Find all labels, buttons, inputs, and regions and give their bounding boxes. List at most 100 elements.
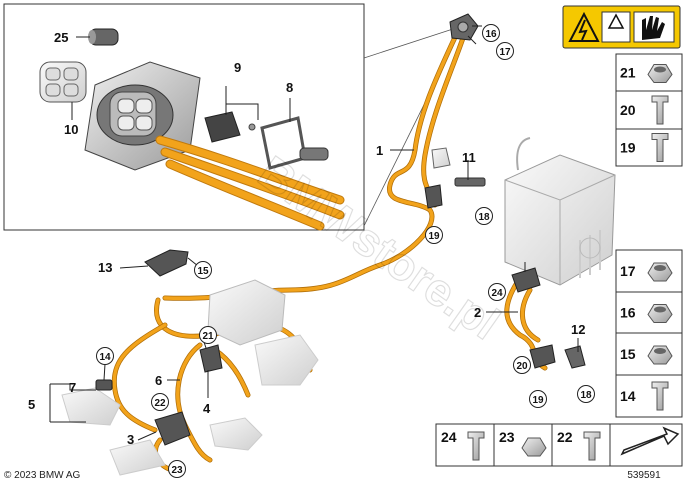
circle-callout-18-right: 18 bbox=[577, 385, 595, 403]
inset-part-8-bracket bbox=[260, 116, 329, 170]
bolt-icon bbox=[467, 431, 485, 461]
nut-icon bbox=[647, 345, 673, 365]
connector-part-12 bbox=[564, 345, 586, 369]
connector-part-20 bbox=[529, 344, 556, 369]
connector-part-7 bbox=[95, 379, 113, 391]
nut-icon bbox=[647, 304, 673, 323]
part-number-23: 23 bbox=[499, 429, 515, 445]
part-number-16: 16 bbox=[620, 305, 636, 321]
callout-2: 2 bbox=[474, 305, 481, 320]
parts-row-bottom: 24 23 22 bbox=[435, 423, 611, 467]
svg-text:17: 17 bbox=[499, 47, 511, 58]
circle-callout-14: 14 bbox=[96, 347, 114, 365]
svg-text:16: 16 bbox=[485, 29, 497, 40]
part-box-16[interactable]: 16 bbox=[615, 291, 683, 334]
bracket-part-13 bbox=[144, 249, 189, 277]
callout-9: 9 bbox=[234, 60, 241, 75]
bolt-icon bbox=[651, 133, 669, 162]
svg-text:22: 22 bbox=[154, 398, 166, 409]
grommet-part bbox=[424, 147, 451, 209]
circle-callout-17: 17 bbox=[496, 42, 514, 60]
part-number-21: 21 bbox=[620, 65, 636, 81]
navigation-arrow-box[interactable] bbox=[609, 423, 683, 467]
svg-text:18: 18 bbox=[580, 390, 592, 401]
svg-text:21: 21 bbox=[202, 331, 214, 342]
part-box-17[interactable]: 17 bbox=[615, 249, 683, 293]
part-box-15[interactable]: 15 bbox=[615, 332, 683, 376]
svg-text:24: 24 bbox=[491, 288, 503, 299]
svg-text:15: 15 bbox=[197, 266, 209, 277]
svg-text:20: 20 bbox=[516, 361, 528, 372]
main-leaders bbox=[49, 25, 579, 441]
part-number-24: 24 bbox=[441, 429, 457, 445]
svg-text:18: 18 bbox=[478, 212, 490, 223]
part-box-24[interactable]: 24 bbox=[435, 423, 495, 467]
callout-12: 12 bbox=[571, 322, 585, 337]
callout-5: 5 bbox=[28, 397, 35, 412]
nut-icon bbox=[647, 64, 673, 83]
circle-callout-18-top: 18 bbox=[475, 207, 493, 225]
high-voltage-warning-label bbox=[562, 5, 681, 49]
callout-11: 11 bbox=[462, 150, 476, 165]
connector-part-2 bbox=[511, 267, 541, 293]
callout-7: 7 bbox=[69, 380, 76, 395]
watermark: BMWstore.pl bbox=[249, 146, 509, 350]
circle-callout-23: 23 bbox=[168, 460, 186, 478]
inset-leaders bbox=[71, 36, 291, 122]
part-box-14[interactable]: 14 bbox=[615, 374, 683, 418]
bolt-icon bbox=[651, 95, 669, 125]
part-number-19: 19 bbox=[620, 140, 636, 156]
part-box-21[interactable]: 21 bbox=[615, 53, 683, 92]
part-box-20[interactable]: 20 bbox=[615, 90, 683, 130]
circle-callout-22: 22 bbox=[151, 393, 169, 411]
part-number-20: 20 bbox=[620, 102, 636, 118]
circle-callout-21: 21 bbox=[199, 326, 217, 344]
electric-machine-unit bbox=[504, 137, 616, 286]
callout-4: 4 bbox=[203, 401, 211, 416]
svg-text:19: 19 bbox=[428, 231, 440, 242]
bolt-icon bbox=[651, 381, 669, 411]
top-grommet bbox=[449, 13, 479, 41]
callout-3: 3 bbox=[127, 432, 134, 447]
bolt-icon bbox=[583, 431, 601, 461]
inset-housing bbox=[84, 61, 201, 171]
inset-leader-line-1 bbox=[363, 27, 457, 59]
part-number-17: 17 bbox=[620, 263, 636, 279]
circle-callout-15: 15 bbox=[194, 261, 212, 279]
circle-callout-19-bottom: 19 bbox=[529, 390, 547, 408]
svg-text:14: 14 bbox=[99, 352, 111, 363]
svg-text:23: 23 bbox=[171, 465, 183, 476]
part-number-22: 22 bbox=[557, 429, 573, 445]
lower-left-housings bbox=[61, 387, 263, 476]
parts-column-right: 21 20 19 17 16 15 14 bbox=[615, 53, 683, 418]
callout-13: 13 bbox=[98, 260, 112, 275]
connector-part-4 bbox=[199, 344, 223, 373]
part-box-22[interactable]: 22 bbox=[551, 423, 611, 467]
central-unit-housing bbox=[207, 279, 319, 386]
part-number-15: 15 bbox=[620, 346, 636, 362]
callout-25: 25 bbox=[54, 30, 68, 45]
svg-text:19: 19 bbox=[532, 395, 544, 406]
circle-callout-19-top: 19 bbox=[425, 226, 443, 244]
inset-part-10-cap bbox=[39, 61, 87, 103]
connector-part-11 bbox=[454, 177, 486, 187]
part-box-19[interactable]: 19 bbox=[615, 128, 683, 167]
part-box-23[interactable]: 23 bbox=[493, 423, 553, 467]
circle-callout-24: 24 bbox=[488, 283, 506, 301]
callout-8: 8 bbox=[286, 80, 293, 95]
diagram-number: 539591 bbox=[627, 470, 661, 481]
inset-part-25-plug bbox=[88, 28, 119, 46]
nut-icon bbox=[647, 262, 673, 282]
callout-6: 6 bbox=[155, 373, 162, 388]
callout-10: 10 bbox=[64, 122, 78, 137]
connector-part-3 bbox=[154, 411, 191, 446]
nut-icon bbox=[521, 437, 547, 457]
circle-callout-20: 20 bbox=[513, 356, 531, 374]
inset-cables bbox=[155, 135, 345, 231]
callout-1: 1 bbox=[376, 143, 383, 158]
circle-callout-16: 16 bbox=[482, 24, 500, 42]
inset-part-9-clamp bbox=[204, 111, 256, 143]
copyright: © 2023 BMW AG bbox=[4, 470, 81, 481]
part-number-14: 14 bbox=[620, 388, 636, 404]
